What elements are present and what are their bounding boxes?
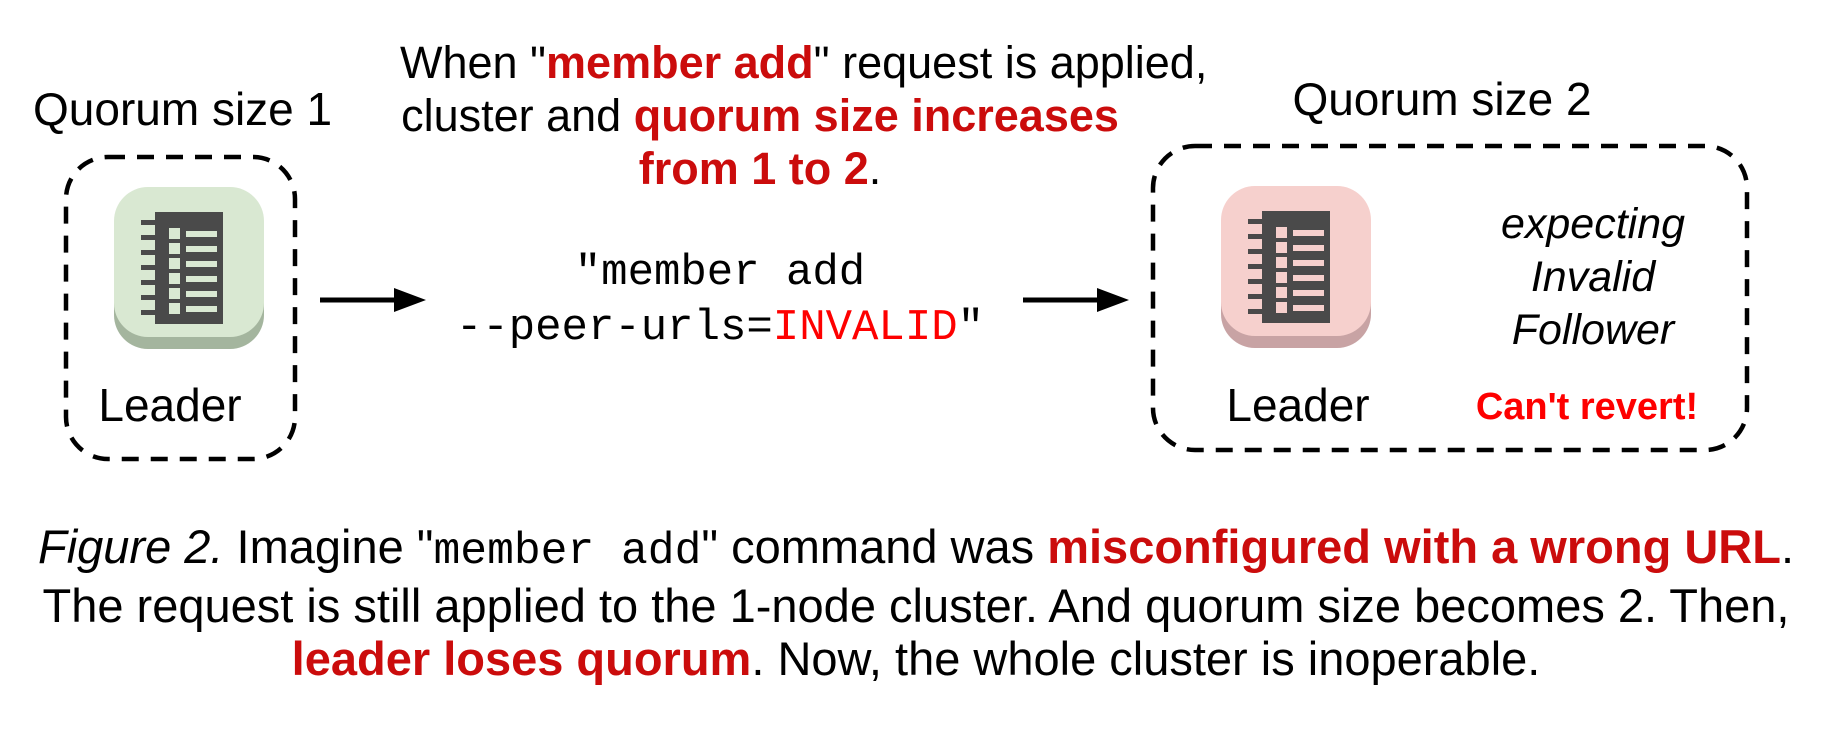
annotation-line1-highlight: member add xyxy=(546,37,814,88)
caption-code: member add xyxy=(433,527,702,577)
warning-text: Can't revert! xyxy=(1475,386,1699,428)
figure-caption: Figure 2. Imagine "member add" command w… xyxy=(0,520,1832,685)
right-cluster-title: Quorum size 2 xyxy=(1292,73,1592,125)
left-node-label: Leader xyxy=(98,379,242,431)
command-line-2: --peer-urls=INVALID" xyxy=(455,303,985,353)
command-line-1: "member add xyxy=(574,248,866,298)
annotation-line2-prefix: cluster and xyxy=(401,90,634,141)
command-invalid-value: INVALID xyxy=(772,303,958,353)
annotation-line1-suffix: " request is applied, xyxy=(813,37,1208,88)
annotation-line1-prefix: When " xyxy=(400,37,547,88)
server-rack-icon xyxy=(113,186,265,350)
expectation-line: expecting xyxy=(1500,200,1686,248)
caption-highlight-1: misconfigured with a wrong URL xyxy=(1047,520,1781,573)
annotation-line2-highlight: quorum size increases xyxy=(633,90,1119,141)
expectation-line: Follower xyxy=(1511,306,1675,354)
expectation-line: Invalid xyxy=(1530,253,1656,301)
server-rack-icon xyxy=(1220,185,1372,349)
figure-label: Figure 2. xyxy=(38,520,224,573)
caption-line-3: leader loses quorum. Now, the whole clus… xyxy=(291,632,1541,685)
right-node-label: Leader xyxy=(1226,379,1370,431)
annotation-line3-highlight: from 1 to 2 xyxy=(638,143,869,194)
caption-line-2: The request is still applied to the 1-no… xyxy=(42,579,1790,632)
expectation-text: expecting Invalid Follower xyxy=(1443,198,1743,357)
left-cluster-boundary xyxy=(63,154,298,462)
annotation-line3-suffix: . xyxy=(868,143,882,194)
annotation-text: When "member add" request is applied, cl… xyxy=(400,36,1207,195)
arrow-right-icon xyxy=(1023,288,1129,312)
right-cluster-boundary xyxy=(1150,143,1750,453)
arrow-right-icon xyxy=(320,288,426,312)
command-text: "member add --peer-urls=INVALID" xyxy=(420,246,1020,356)
caption-highlight-2: leader loses quorum xyxy=(291,632,752,685)
caption-line-1: Figure 2. Imagine "member add" command w… xyxy=(38,520,1794,577)
left-cluster-title: Quorum size 1 xyxy=(33,83,333,135)
